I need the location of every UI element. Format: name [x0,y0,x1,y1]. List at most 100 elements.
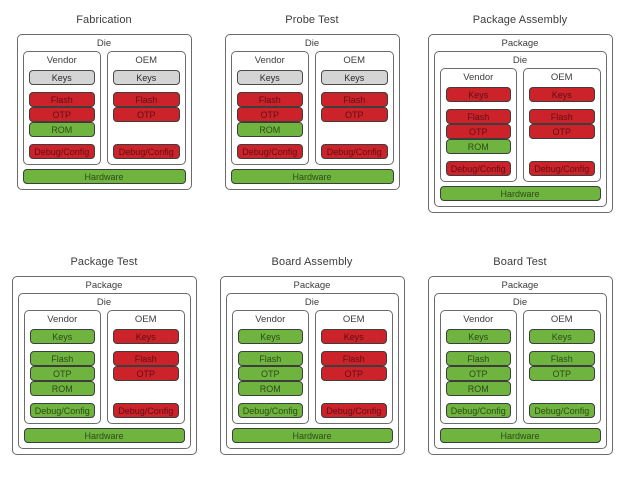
block-gap [321,396,387,403]
asset-block-otp: OTP [113,107,180,122]
column-label-oem: OEM [550,72,573,83]
block-gap [30,396,96,403]
block-gap [321,344,387,351]
asset-block-keys: Keys [28,70,95,85]
asset-block-keys: Keys [29,329,95,344]
empty-slot [529,381,595,396]
asset-block-flash: Flash [237,351,303,366]
asset-block-otp: OTP [113,366,179,381]
empty-slot [529,139,595,154]
die-label: Die [304,38,320,49]
asset-block-flash: Flash [236,92,303,107]
asset-block-keys: Keys [237,329,303,344]
package-label: Package [501,280,539,291]
block-gap [30,344,96,351]
asset-block-flash: Flash [529,109,595,124]
empty-slot [321,122,388,137]
block-gap [446,344,512,351]
stage-title: Board Assembly [271,256,353,268]
block-gap [529,344,595,351]
hardware-row: Hardware [439,182,601,201]
asset-block-keys: Keys [321,70,388,85]
asset-block-rom: ROM [445,139,511,154]
asset-block-keys: Keys [321,329,387,344]
block-gap [113,85,180,92]
hardware-row: Hardware [22,165,186,184]
asset-block-otp: OTP [237,366,303,381]
asset-block-otp: OTP [321,107,388,122]
asset-block-flash: Flash [29,351,95,366]
column-label-oem: OEM [343,55,366,66]
block-gap [237,85,304,92]
block-gap [113,344,179,351]
asset-block-flash: Flash [445,351,511,366]
column-label-vendor: Vendor [463,314,494,325]
asset-block-debug-config: Debug/Config [529,403,595,418]
die-label: Die [304,297,320,308]
empty-slot [113,381,179,396]
hardware-block: Hardware [439,186,601,201]
column-label-vendor: Vendor [463,72,494,83]
asset-block-rom: ROM [29,381,95,396]
package-label: Package [501,38,539,49]
asset-block-otp: OTP [445,366,511,381]
column-label-oem: OEM [135,55,158,66]
column-label-vendor: Vendor [46,55,77,66]
asset-block-rom: ROM [445,381,511,396]
block-gap [238,344,304,351]
stage-title: Board Test [493,256,547,268]
column-label-vendor: Vendor [255,314,286,325]
asset-block-rom: ROM [28,122,95,137]
package-label: Package [293,280,331,291]
asset-block-flash: Flash [445,109,511,124]
asset-block-flash: Flash [321,92,388,107]
column-label-vendor: Vendor [47,314,78,325]
stage-title: Probe Test [285,14,339,26]
empty-slot [113,122,180,137]
asset-block-keys: Keys [113,70,180,85]
asset-block-debug-config: Debug/Config [29,403,95,418]
hardware-row: Hardware [23,424,185,443]
column-label-oem: OEM [550,314,573,325]
block-gap [529,396,595,403]
asset-block-keys: Keys [113,329,179,344]
asset-block-flash: Flash [529,351,595,366]
block-gap [113,137,180,144]
block-gap [29,85,96,92]
asset-block-debug-config: Debug/Config [113,144,180,159]
asset-block-otp: OTP [529,124,595,139]
asset-block-debug-config: Debug/Config [445,161,511,176]
asset-block-keys: Keys [236,70,303,85]
block-gap [237,137,304,144]
asset-block-debug-config: Debug/Config [113,403,179,418]
asset-block-rom: ROM [236,122,303,137]
hardware-row: Hardware [439,424,601,443]
asset-block-otp: OTP [529,366,595,381]
